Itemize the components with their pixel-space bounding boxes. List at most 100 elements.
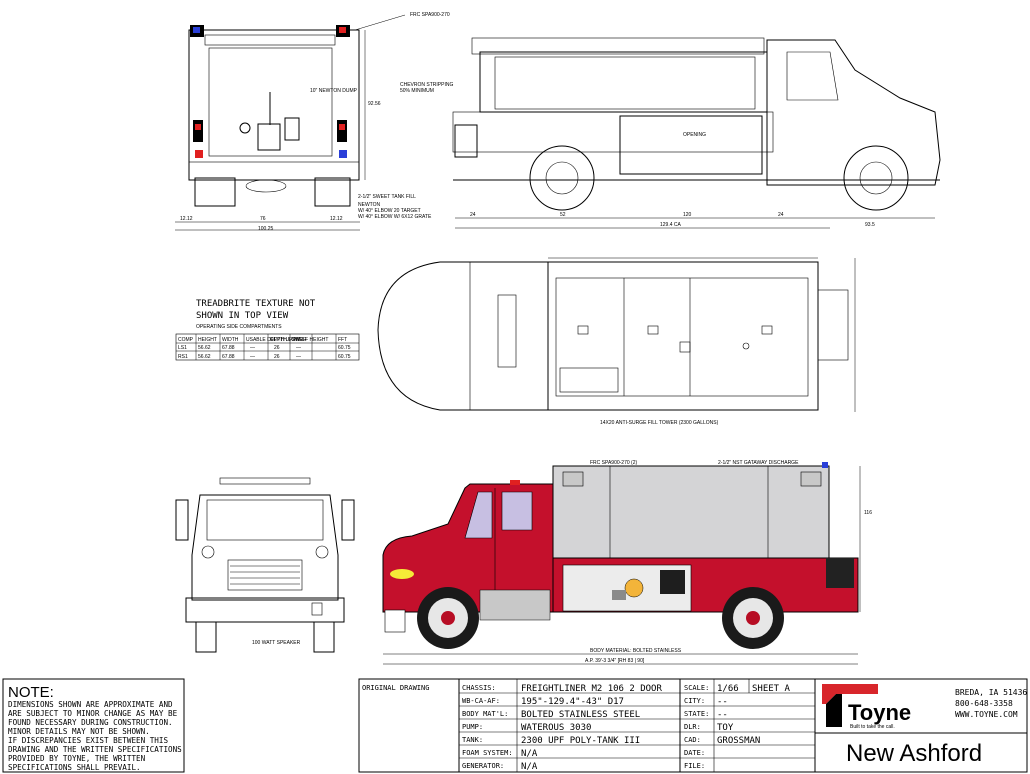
pump-value: WATEROUS 3030 [521,723,591,733]
fill-tower-callout: 14X20 ANTI-SURGE FILL TOWER (2300 GALLON… [600,420,719,426]
svg-text:116: 116 [864,510,872,516]
treadbrite-note-1: TREADBRITE TEXTURE NOT [196,299,316,309]
chevron-callout: CHEVRON STRIPPING [400,82,453,88]
date-label: DATE: [684,749,705,757]
svg-text:67.88: 67.88 [222,345,235,351]
company-tagline: Built to take the call. [850,724,895,730]
note-box [2,678,185,773]
svg-text:26: 26 [274,354,280,360]
compartment-table-header: COMP HEIGHT WIDTH USABLE DEPTH UPPER DEP… [178,337,347,343]
wb-label: WB-CA-AF: [462,697,500,705]
rear-view-drawing: 12.12 76 12.12 100.25 92.56 [175,25,381,232]
svg-text:60.75: 60.75 [338,345,351,351]
svg-text:12.12: 12.12 [330,216,343,222]
generator-value: N/A [521,762,538,772]
lights-callout: FRC SPA900-270 (2) [590,460,637,466]
tank-value: 2300 UPF POLY-TANK III [521,736,640,746]
svg-text:—: — [250,354,255,360]
scale-label: SCALE: [684,684,709,692]
fill-callout-2: NEWTON [358,202,381,208]
company-website: WWW.TOYNE.COM [955,710,1018,719]
company-phone: 800-648-3358 [955,699,1013,708]
svg-text:RS1: RS1 [178,354,188,360]
scale-value: 1/66 [717,684,739,694]
note-line: DRAWING AND THE WRITTEN SPECIFICATIONS [8,745,182,754]
cad-label: CAD: [684,736,701,744]
company-name: Toyne [848,700,911,725]
front-view-drawing [175,477,355,653]
color-side-view: 116 [382,462,872,665]
svg-text:26: 26 [274,345,280,351]
wb-value: 195"-129.4"-43" D17 [521,697,624,707]
svg-text:52: 52 [560,212,566,218]
svg-text:—: — [296,345,301,351]
svg-text:129.4 CA: 129.4 CA [660,222,682,228]
sheet-label: SHEET A [752,684,791,694]
table-row: LS1 56.62 67.88 — 26 — 60.75 [178,345,351,351]
svg-text:COMP: COMP [178,337,194,343]
chassis-label: CHASSIS: [462,684,496,692]
tank-label: TANK: [462,736,483,744]
note-line: SPECIFICATIONS SHALL PREVAIL. [8,763,141,772]
dealer-label: DLR: [684,723,701,731]
body-material-label: BODY MAT'L: [462,710,508,718]
dump-valve-callout: 10" NEWTON DUMP [310,88,358,94]
svg-text:WIDTH: WIDTH [222,337,239,343]
treadbrite-note-2: SHOWN IN TOP VIEW [196,311,289,321]
file-label: FILE: [684,762,705,770]
svg-text:DEPTH LOWER: DEPTH LOWER [270,337,307,343]
ap-length-callout: A.P. 39'-3 3/4" [RH 83 | 90] [585,658,645,664]
note-line: FOUND NECESSARY DURING CONSTRUCTION. [8,718,173,727]
fill-callout-3: W/ 40° ELBOW 20 TARGET [358,208,421,214]
svg-text:92.56: 92.56 [368,101,381,107]
company-address: BREDA, IA 51436 [955,688,1027,697]
svg-text:USABLE DEPTH UPPER: USABLE DEPTH UPPER [246,337,303,343]
city-value: -- [717,697,728,707]
table-row: RS1 56.62 67.88 — 26 — 60.75 [178,354,351,360]
project-name: New Ashford [846,740,982,767]
fill-callout: 2-1/2" SWEET TANK FILL [358,194,416,200]
svg-text:93.5: 93.5 [865,222,875,228]
svg-text:76: 76 [260,216,266,222]
note-line: ARE SUBJECT TO MINOR CHANGE AS MAY BE [8,709,178,718]
generator-label: GENERATOR: [462,762,504,770]
svg-text:12.12: 12.12 [180,216,193,222]
compartment-table-caption: OPERATING SIDE COMPARTMENTS [196,324,282,330]
city-label: CITY: [684,697,705,705]
top-view-drawing [377,257,856,412]
svg-text:24: 24 [778,212,784,218]
svg-text:100.25: 100.25 [258,226,274,232]
svg-text:67.88: 67.88 [222,354,235,360]
svg-text:24: 24 [470,212,476,218]
compartment-table [175,333,360,361]
body-material-callout: BODY MATERIAL: BOLTED STAINLESS [590,648,682,654]
svg-text:HEIGHT: HEIGHT [198,337,217,343]
note-line: PROVIDED BY TOYNE, THE WRITTEN [8,754,146,763]
side-view-drawing: 24 52 120 129.4 CA 24 93.5 [452,37,941,229]
toyne-logo-icon [822,684,878,727]
discharge-callout: 2-1/2" NST GATAWAY DISCHARGE [718,460,799,466]
foam-label: FOAM SYSTEM: [462,749,513,757]
pump-label: PUMP: [462,723,483,731]
title-block [358,678,1028,773]
svg-text:56.62: 56.62 [198,345,211,351]
note-line: IF DISCREPANCIES EXIST BETWEEN THIS [8,736,168,745]
state-label: STATE: [684,710,709,718]
cad-value: GROSSMAN [717,736,760,746]
svg-text:FFT: FFT [338,337,347,343]
note-line: DIMENSIONS SHOWN ARE APPROXIMATE AND [8,700,173,709]
original-drawing-label: ORIGINAL DRAWING [362,684,429,692]
note-line: MINOR DETAILS MAY NOT BE SHOWN. [8,727,150,736]
svg-text:—: — [250,345,255,351]
svg-text:SHELF HEIGHT: SHELF HEIGHT [292,337,328,343]
foam-value: N/A [521,749,538,759]
fill-callout-4: W/ 40° ELBOW W/ 6X12 GRATE [358,214,432,220]
svg-text:56.62: 56.62 [198,354,211,360]
state-value: -- [717,710,728,720]
dealer-value: TOY [717,723,734,733]
rear-light-callout: FRC SPA900-270 [410,12,450,18]
svg-text:120: 120 [683,212,692,218]
svg-text:—: — [296,354,301,360]
chassis-value: FREIGHTLINER M2 106 2 DOOR [521,684,662,694]
svg-text:60.75: 60.75 [338,354,351,360]
